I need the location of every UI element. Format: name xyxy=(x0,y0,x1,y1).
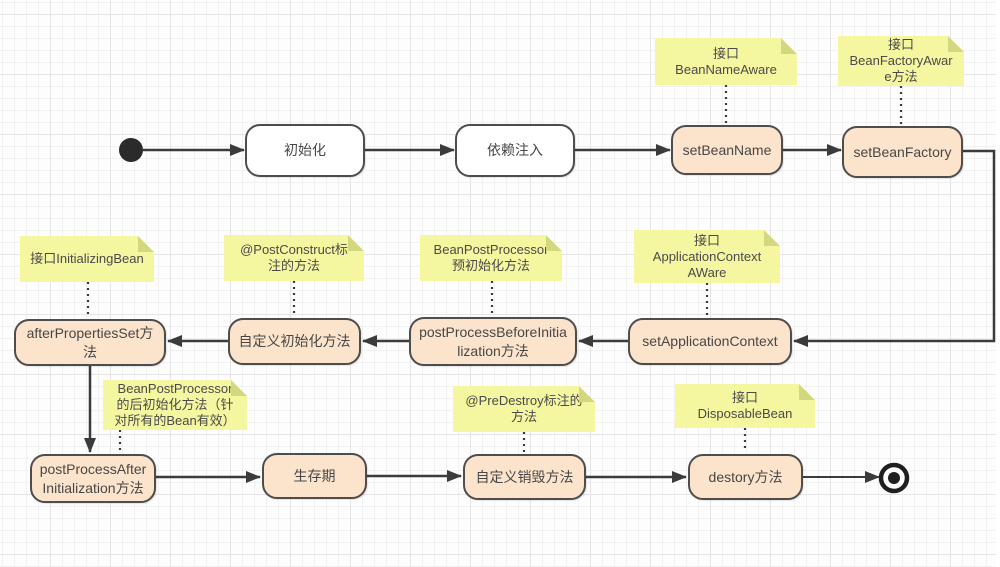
end-state-icon[interactable] xyxy=(878,462,910,494)
note-pre-destroy[interactable]: @PreDestroy标注的 方法 xyxy=(453,386,595,432)
start-state-icon[interactable] xyxy=(119,138,143,162)
node-set-bean-name[interactable]: setBeanName xyxy=(671,125,783,175)
node-post-process-after-initialization[interactable]: postProcessAfter Initialization方法 xyxy=(30,454,156,503)
node-dependency-injection[interactable]: 依赖注入 xyxy=(455,124,575,177)
note-initializing-bean[interactable]: 接口InitializingBean xyxy=(20,236,154,282)
node-set-bean-factory[interactable]: setBeanFactory xyxy=(842,126,963,178)
note-bean-factory-aware[interactable]: 接口 BeanFactoryAwar e方法 xyxy=(838,36,964,86)
node-lifetime[interactable]: 生存期 xyxy=(262,453,367,499)
node-set-application-context[interactable]: setApplicationContext xyxy=(628,318,792,365)
node-after-properties-set[interactable]: afterPropertiesSet方 法 xyxy=(14,319,166,366)
note-bean-post-processor-after[interactable]: BeanPostProcessor 的后初始化方法（针 对所有的Bean有效） xyxy=(103,380,247,430)
edge-set-bean-factory-to-set-application-context xyxy=(793,149,996,347)
canvas-right-margin xyxy=(996,0,1000,567)
note-application-context-aware[interactable]: 接口 ApplicationContext AWare xyxy=(634,230,780,283)
note-bean-post-processor-pre[interactable]: BeanPostProcessor 预初始化方法 xyxy=(420,235,562,281)
node-custom-destroy[interactable]: 自定义销毁方法 xyxy=(463,454,586,500)
node-post-process-before-initialization[interactable]: postProcessBeforeInitia lization方法 xyxy=(409,317,577,366)
node-custom-init[interactable]: 自定义初始化方法 xyxy=(228,318,361,365)
node-destory-method[interactable]: destory方法 xyxy=(688,454,803,500)
node-init[interactable]: 初始化 xyxy=(245,124,365,177)
note-bean-name-aware[interactable]: 接口 BeanNameAware xyxy=(655,38,797,85)
note-disposable-bean[interactable]: 接口 DisposableBean xyxy=(675,384,815,428)
note-post-construct[interactable]: @PostConstruct标 注的方法 xyxy=(224,235,364,281)
